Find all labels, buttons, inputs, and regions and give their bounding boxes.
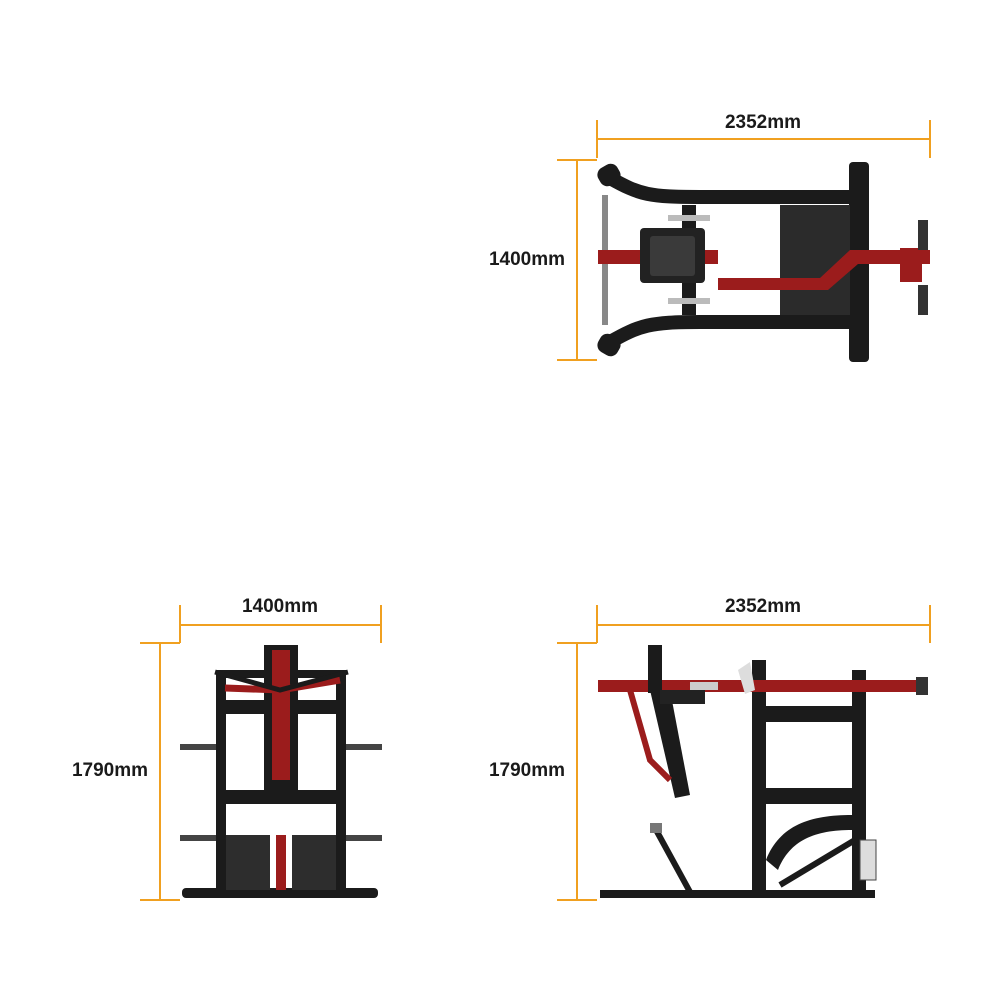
top-lower-arm [606,315,850,349]
top-depth-dimension: 1400mm [489,159,597,361]
side-lever [598,680,928,692]
side-front-upright [752,660,766,892]
top-rear-peg-lower [918,285,928,315]
side-height-label: 1790mm [489,760,565,781]
top-view-machine [597,162,930,362]
top-rear-peg-upper [918,220,928,250]
side-base-rail [600,890,875,898]
side-guard [738,662,755,694]
side-red-strut [627,689,673,783]
top-lower-pad [597,333,621,357]
side-lever-end [916,677,928,695]
side-footrest [652,826,693,894]
side-view-machine [598,645,928,898]
top-upper-arm [606,171,850,204]
side-curve-brace [766,815,852,870]
side-seat [660,690,705,704]
top-view: 2352mm 1400mm [489,112,931,362]
front-left-footplate [226,835,270,890]
front-base [182,888,378,898]
side-foot-peg [650,823,662,833]
top-seat-cushion [650,236,695,276]
top-lever-main [718,250,930,290]
top-depth-label: 1400mm [489,249,565,270]
front-black-arms [214,669,349,693]
side-rear-upright [852,670,866,892]
side-back-pad [650,690,690,798]
front-left-horn-upper [180,744,216,750]
side-rear-brace [778,837,857,888]
front-right-horn-lower [346,835,382,841]
front-center-red [276,835,286,890]
front-right-upright [336,672,346,892]
top-grip-lower [668,298,710,304]
front-red-column [272,650,290,780]
front-width-dimension: 1400mm [179,596,382,643]
top-width-dimension: 2352mm [596,112,931,158]
front-height-label: 1790mm [72,760,148,781]
top-platform [780,205,850,315]
front-left-horn-lower [180,835,216,841]
side-width-label: 2352mm [725,596,801,617]
side-width-dimension: 2352mm [596,596,931,643]
side-grip [690,682,718,690]
front-beam-mid [216,790,346,804]
front-view: 1400mm 1790mm [72,596,382,901]
top-width-label: 2352mm [725,112,801,133]
side-rear-plate [859,839,877,881]
side-head-pad [648,645,662,693]
side-cross-top [766,706,852,722]
front-right-footplate [292,835,336,890]
side-height-dimension: 1790mm [489,642,597,901]
side-view: 2352mm 1790mm [489,596,931,901]
front-left-upright [216,672,226,892]
front-view-machine [180,645,382,898]
top-upper-pad [597,163,621,187]
top-grip-upper [668,215,710,221]
front-right-horn-upper [346,744,382,750]
side-cross-mid [766,788,852,804]
front-height-dimension: 1790mm [72,642,180,901]
top-lever-end [900,248,922,282]
front-width-label: 1400mm [242,596,318,617]
